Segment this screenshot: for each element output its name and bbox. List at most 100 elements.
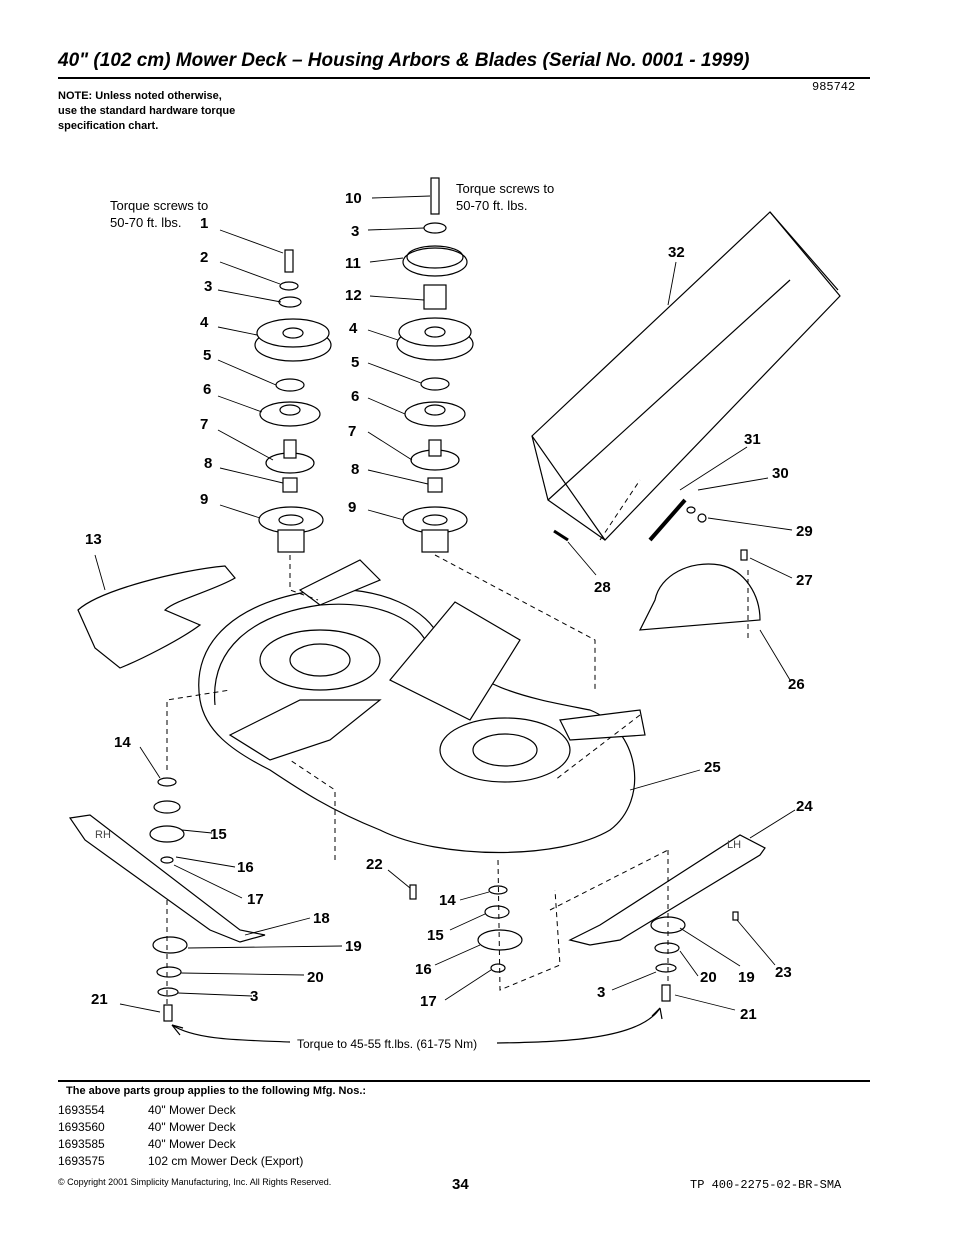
belt-cover [77, 565, 236, 669]
callouts: 1 2 3 4 5 6 7 8 9 10 3 11 12 4 5 6 7 8 9… [85, 190, 813, 1023]
washer [423, 222, 447, 234]
nut [697, 513, 707, 523]
lh-blade-label: LH [727, 839, 741, 851]
callout-number: 24 [796, 798, 813, 815]
washer [654, 942, 680, 954]
washer [686, 506, 696, 514]
callout-number: 2 [200, 249, 208, 266]
spacer [427, 477, 443, 493]
blade-bolt [661, 984, 671, 1002]
callout-number: 9 [348, 499, 356, 516]
deck-bracket [228, 699, 382, 761]
pulley [402, 247, 468, 277]
callout-number: 13 [85, 531, 102, 548]
list-item: 1693560 40" Mower Deck [58, 1119, 303, 1136]
callout-number: 28 [594, 579, 611, 596]
callout-number: 31 [744, 431, 761, 448]
callout-number: 19 [738, 969, 755, 986]
torque-label-bottom: Torque to 45-55 ft.lbs. (61-75 Nm) [297, 1037, 477, 1051]
shield-screw [740, 549, 748, 561]
note-line: NOTE: Unless noted otherwise, [58, 90, 222, 102]
callout-number: 21 [740, 1006, 757, 1023]
washer [279, 281, 299, 291]
torque-label-left: Torque screws to [110, 198, 208, 213]
screw [732, 911, 739, 921]
callout-number: 32 [668, 244, 685, 261]
bearing [275, 378, 305, 392]
callout-number: 25 [704, 759, 721, 776]
callout-number: 10 [345, 190, 362, 207]
discharge-chute [531, 211, 841, 541]
copyright-notice: © Copyright 2001 Simplicity Manufacturin… [58, 1177, 332, 1187]
applies-heading: The above parts group applies to the fol… [66, 1085, 367, 1097]
callout-number: 6 [351, 388, 359, 405]
washer [157, 777, 177, 787]
torque-label-left: 50-70 ft. lbs. [110, 215, 182, 230]
bearing [484, 905, 510, 919]
callout-number: 15 [210, 826, 227, 843]
callout-number: 19 [345, 938, 362, 955]
callout-number: 16 [237, 859, 254, 876]
exploded-parts-diagram: Torque screws to 50-70 ft. lbs. Torque s… [68, 177, 841, 1051]
callout-number: 18 [313, 910, 330, 927]
washer [157, 987, 179, 997]
spacer [490, 963, 506, 973]
callout-number: 5 [351, 354, 359, 371]
mfg-description: 40" Mower Deck [148, 1120, 236, 1134]
page-title: 40" (102 cm) Mower Deck – Housing Arbors… [58, 50, 750, 71]
screw [409, 884, 417, 900]
left-arbor-stack [254, 249, 332, 553]
deck-bracket [559, 709, 646, 741]
washer [156, 966, 182, 978]
callout-number: 14 [114, 734, 131, 751]
bushing [423, 284, 447, 310]
spacer [282, 477, 298, 493]
rh-blade-stack [68, 777, 266, 1022]
callout-number: 3 [351, 223, 359, 240]
torque-label-center: Torque screws to [456, 181, 554, 196]
callout-number: 20 [700, 969, 717, 986]
callout-number: 12 [345, 287, 362, 304]
document-id: TP 400-2275-02-BR-SMA [690, 1178, 842, 1192]
bearing [153, 800, 181, 814]
blade-bolt [163, 1004, 173, 1022]
callout-number: 21 [91, 991, 108, 1008]
deck-bracket [298, 559, 382, 606]
callout-number: 9 [200, 491, 208, 508]
callout-number: 11 [345, 255, 361, 272]
deflector-shield [638, 563, 761, 631]
callout-number: 8 [351, 461, 359, 478]
callout-number: 22 [366, 856, 383, 873]
spindle-housing [402, 506, 468, 534]
title-rule [58, 77, 870, 79]
mfg-description: 102 cm Mower Deck (Export) [148, 1154, 304, 1168]
callout-number: 16 [415, 961, 432, 978]
callout-number: 7 [348, 423, 356, 440]
callout-number: 20 [307, 969, 324, 986]
list-item: 1693575 102 cm Mower Deck (Export) [58, 1153, 303, 1170]
callout-number: 3 [250, 988, 258, 1005]
note-line: specification chart. [58, 120, 159, 132]
arbor-screw [430, 177, 440, 215]
bearing [420, 377, 450, 391]
housing-flange [259, 401, 321, 427]
mfg-number: 1693585 [58, 1137, 105, 1151]
washer [655, 963, 677, 973]
torque-arrows [171, 1007, 663, 1044]
note-line: use the standard hardware torque [58, 105, 236, 117]
bolt [553, 529, 569, 542]
callout-number: 27 [796, 572, 813, 589]
discharge-chute-opening [389, 601, 521, 721]
callout-number: 15 [427, 927, 444, 944]
alignment-lines [166, 479, 749, 1005]
callout-number: 6 [203, 381, 211, 398]
callout-number: 8 [204, 455, 212, 472]
washer [278, 296, 302, 308]
rh-blade [68, 814, 266, 943]
rh-blade-label: RH [95, 829, 111, 841]
callout-number: 14 [439, 892, 456, 909]
mfg-description: 40" Mower Deck [148, 1103, 236, 1117]
list-item: 1693585 40" Mower Deck [58, 1136, 303, 1153]
center-spindle-stack [409, 884, 523, 973]
mfg-number: 1693560 [58, 1120, 105, 1134]
